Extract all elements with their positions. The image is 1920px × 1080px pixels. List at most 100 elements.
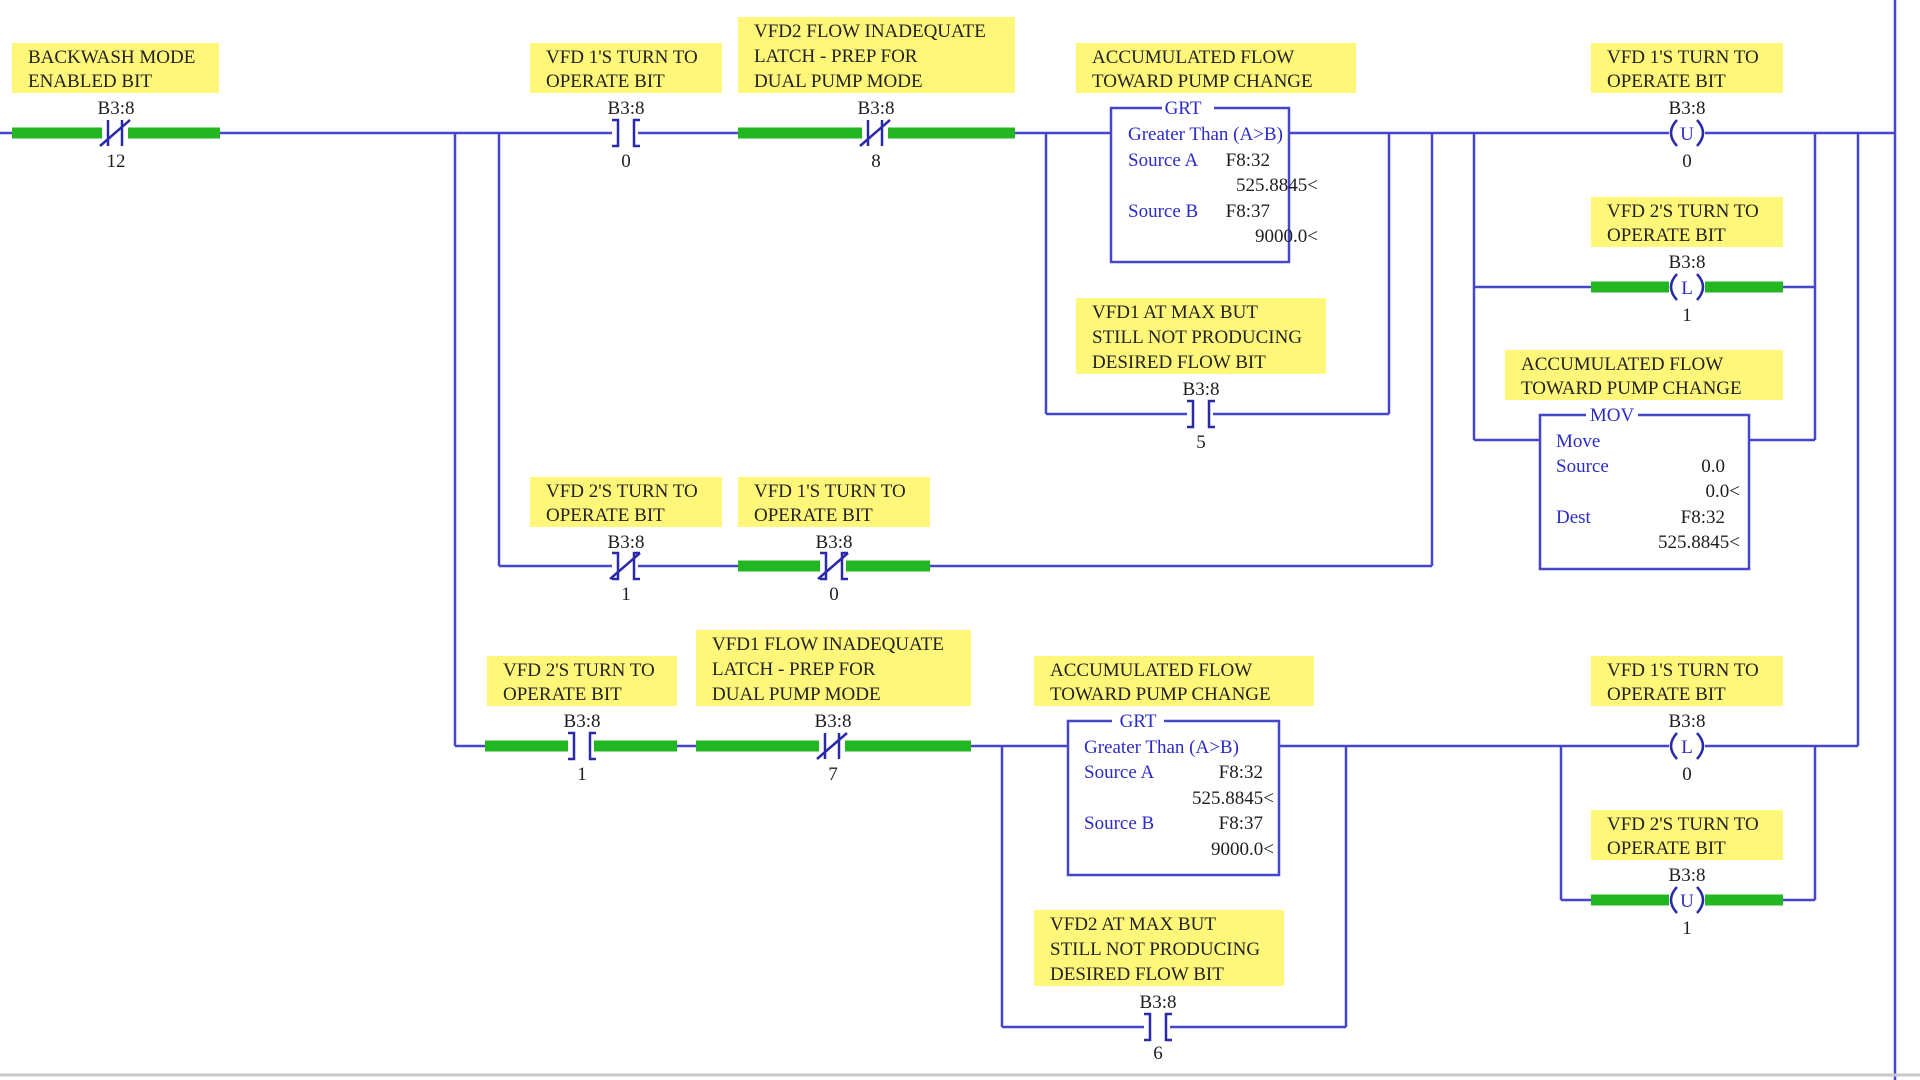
contact-description: DESIRED FLOW BIT [1092,352,1266,373]
contact-vfd2-flow-latch[interactable]: VFD2 FLOW INADEQUATE LATCH - PREP FOR DU… [738,17,1015,172]
contact-description: OPERATE BIT [754,505,873,526]
instruction-name: MOV [1590,405,1635,426]
instruction-description: TOWARD PUMP CHANGE [1092,71,1313,92]
contact-address: B3:8 [815,711,852,732]
coil-bit: 1 [1682,305,1692,326]
source-b-value: 9000.0< [1255,226,1318,247]
contact-description: VFD1 FLOW INADEQUATE [712,634,944,655]
source-b-value: 9000.0< [1211,839,1274,860]
contact-description: OPERATE BIT [503,684,622,705]
instruction-description: TOWARD PUMP CHANGE [1521,378,1742,399]
instruction-name: GRT [1165,98,1202,119]
coil-description: OPERATE BIT [1607,225,1726,246]
instruction-title: Move [1556,431,1600,452]
contact-vfd2-turn-branch[interactable]: VFD 2'S TURN TO OPERATE BIT B3:8 1 [530,477,722,605]
contact-bit: 1 [621,584,631,605]
coil-glyph: L [1681,278,1693,299]
contact-description: VFD 2'S TURN TO [503,660,655,681]
contact-description: VFD 1'S TURN TO [546,47,698,68]
contact-bit: 8 [871,151,881,172]
instruction-title: Greater Than (A>B) [1128,124,1283,145]
source-b-label: Source B [1084,813,1154,834]
instruction-title: Greater Than (A>B) [1084,737,1239,758]
instruction-description: TOWARD PUMP CHANGE [1050,684,1271,705]
coil-bit: 1 [1682,918,1692,939]
contact-vfd1-turn-branch[interactable]: VFD 1'S TURN TO OPERATE BIT B3:8 0 [738,477,930,605]
contact-vfd1-turn[interactable]: VFD 1'S TURN TO OPERATE BIT B3:8 0 [530,43,722,172]
contact-address: B3:8 [564,711,601,732]
contact-vfd1-at-max[interactable]: VFD1 AT MAX BUT STILL NOT PRODUCING DESI… [1076,298,1326,453]
source-a-label: Source A [1084,762,1154,783]
contact-backwash-mode[interactable]: BACKWASH MODE ENABLED BIT B3:8 12 [12,43,219,172]
contact-address: B3:8 [858,98,895,119]
contact-address: B3:8 [1183,379,1220,400]
contact-description: LATCH - PREP FOR [754,46,918,67]
contact-description: VFD 2'S TURN TO [546,481,698,502]
source-live-value: 0.0< [1706,481,1740,502]
contact-description: STILL NOT PRODUCING [1050,939,1260,960]
source-label: Source [1556,456,1609,477]
dest-label: Dest [1556,507,1592,528]
contact-bit: 0 [829,584,839,605]
contact-description: VFD1 AT MAX BUT [1092,302,1258,323]
dest-value: 525.8845< [1658,532,1740,553]
coil-glyph: U [1680,891,1694,912]
source-a-address: F8:32 [1226,150,1270,171]
coil-description: OPERATE BIT [1607,838,1726,859]
dest-address: F8:32 [1681,507,1725,528]
coil-description: OPERATE BIT [1607,71,1726,92]
coil-address: B3:8 [1669,98,1706,119]
instruction-name: GRT [1120,711,1157,732]
coil-address: B3:8 [1669,252,1706,273]
contact-description: VFD 1'S TURN TO [754,481,906,502]
source-a-value: 525.8845< [1236,175,1318,196]
source-b-address: F8:37 [1226,201,1270,222]
contact-description: ENABLED BIT [28,71,152,92]
mov-instruction[interactable]: ACCUMULATED FLOW TOWARD PUMP CHANGE MOV … [1505,350,1783,571]
source-b-label: Source B [1128,201,1198,222]
contact-address: B3:8 [608,532,645,553]
coil-description: VFD 2'S TURN TO [1607,814,1759,835]
contact-description: OPERATE BIT [546,71,665,92]
source-b-address: F8:37 [1219,813,1263,834]
contact-description: OPERATE BIT [546,505,665,526]
coil-otu-vfd1-turn[interactable]: VFD 1'S TURN TO OPERATE BIT B3:8 U 0 [1591,43,1783,172]
instruction-description: ACCUMULATED FLOW [1050,660,1252,681]
contact-description: LATCH - PREP FOR [712,659,876,680]
coil-glyph: L [1681,737,1693,758]
contact-address: B3:8 [98,98,135,119]
source-value: 0.0 [1701,456,1725,477]
instruction-description: ACCUMULATED FLOW [1092,47,1294,68]
coil-bit: 0 [1682,151,1692,172]
contact-description: DESIRED FLOW BIT [1050,964,1224,985]
contact-r2-vfd2-at-max[interactable]: VFD2 AT MAX BUT STILL NOT PRODUCING DESI… [1034,910,1284,1064]
instruction-description: ACCUMULATED FLOW [1521,354,1723,375]
contact-description: STILL NOT PRODUCING [1092,327,1302,348]
grt-instruction-rung1[interactable]: ACCUMULATED FLOW TOWARD PUMP CHANGE GRT … [1076,43,1356,264]
coil-r2-otu-vfd2-turn[interactable]: VFD 2'S TURN TO OPERATE BIT B3:8 U 1 [1591,810,1783,939]
source-a-label: Source A [1128,150,1198,171]
coil-description: VFD 1'S TURN TO [1607,660,1759,681]
coil-bit: 0 [1682,764,1692,785]
contact-bit: 0 [621,151,631,172]
coil-r2-otl-vfd1-turn[interactable]: VFD 1'S TURN TO OPERATE BIT B3:8 L 0 [1591,656,1783,785]
grt-instruction-rung2[interactable]: ACCUMULATED FLOW TOWARD PUMP CHANGE GRT … [1034,656,1314,877]
contact-description: VFD2 FLOW INADEQUATE [754,21,986,42]
contact-address: B3:8 [816,532,853,553]
contact-description: BACKWASH MODE [28,47,195,68]
source-a-value: 525.8845< [1192,788,1274,809]
contact-description: VFD2 AT MAX BUT [1050,914,1216,935]
coil-address: B3:8 [1669,711,1706,732]
contact-bit: 12 [107,151,126,172]
coil-description: VFD 2'S TURN TO [1607,201,1759,222]
coil-otl-vfd2-turn[interactable]: VFD 2'S TURN TO OPERATE BIT B3:8 L 1 [1591,197,1783,326]
contact-bit: 1 [577,764,587,785]
coil-address: B3:8 [1669,865,1706,886]
contact-address: B3:8 [608,98,645,119]
contact-r2-vfd2-turn[interactable]: VFD 2'S TURN TO OPERATE BIT B3:8 1 [487,656,677,785]
contact-bit: 6 [1153,1043,1163,1064]
coil-description: OPERATE BIT [1607,684,1726,705]
contact-bit: 5 [1196,432,1206,453]
contact-r2-vfd1-flow-latch[interactable]: VFD1 FLOW INADEQUATE LATCH - PREP FOR DU… [696,630,971,785]
